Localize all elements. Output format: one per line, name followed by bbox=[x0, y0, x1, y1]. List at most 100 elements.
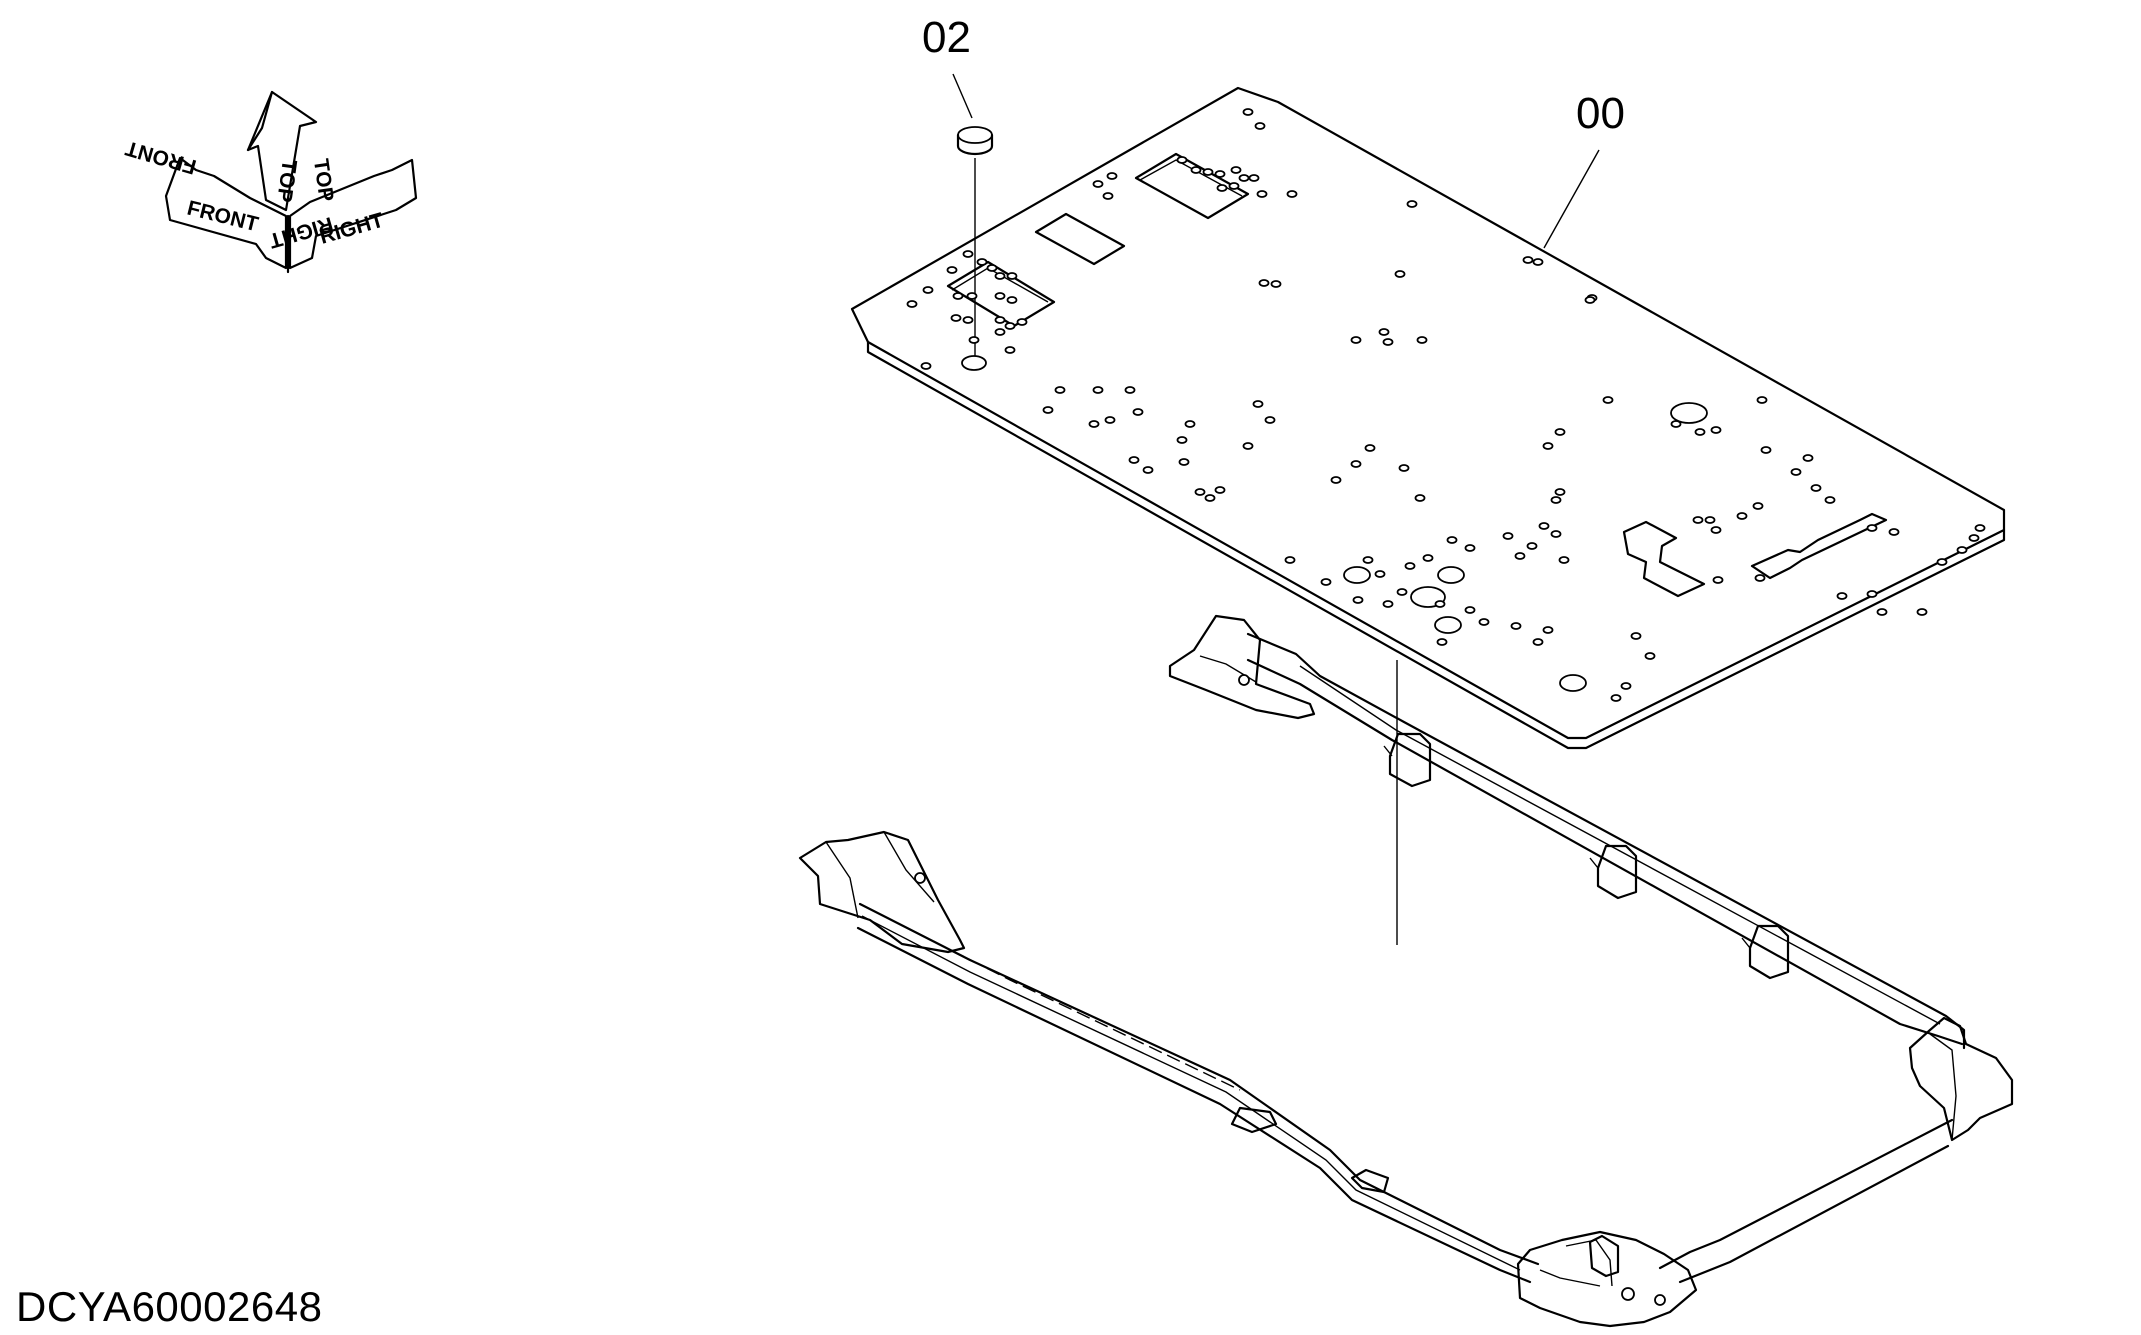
bolt-hole bbox=[1264, 416, 1276, 424]
bolt-hole bbox=[1106, 172, 1118, 180]
bolt-hole bbox=[1558, 556, 1570, 564]
bolt-hole bbox=[1876, 608, 1888, 616]
bolt-hole bbox=[1810, 484, 1822, 492]
bolt-hole bbox=[1550, 496, 1562, 504]
bolt-hole bbox=[1004, 346, 1016, 354]
frame-front-rail bbox=[858, 902, 1540, 1266]
bolt-hole bbox=[922, 286, 934, 294]
bolt-hole bbox=[1538, 522, 1550, 530]
bolt-hole bbox=[1542, 626, 1554, 634]
bolt-hole bbox=[1756, 396, 1768, 404]
bolt-hole bbox=[976, 258, 988, 266]
bolt-hole bbox=[1670, 420, 1682, 428]
bolt-hole bbox=[1398, 464, 1410, 472]
bolt-hole bbox=[966, 292, 978, 300]
bolt-hole bbox=[1974, 524, 1986, 532]
bolt-hole bbox=[1584, 296, 1596, 304]
bolt-hole bbox=[1620, 682, 1632, 690]
bolt-hole bbox=[1630, 632, 1642, 640]
bolt-hole bbox=[1238, 174, 1250, 182]
bolt-hole bbox=[1416, 336, 1428, 344]
bolt-hole bbox=[1104, 416, 1116, 424]
bolt-hole bbox=[1320, 578, 1332, 586]
bolt-hole bbox=[1230, 166, 1242, 174]
bolt-hole bbox=[1464, 544, 1476, 552]
bolt-hole bbox=[1526, 542, 1538, 550]
bolt-hole bbox=[1362, 556, 1374, 564]
bolt-hole bbox=[1214, 170, 1226, 178]
floor-plate-outline bbox=[850, 86, 2006, 740]
bolt-hole bbox=[1532, 258, 1544, 266]
bolt-hole bbox=[1434, 600, 1446, 608]
bolt-hole bbox=[1602, 396, 1614, 404]
bolt-hole bbox=[1006, 272, 1018, 280]
bolt-hole bbox=[1802, 454, 1814, 462]
bolt-hole bbox=[1522, 256, 1534, 264]
bolt-hole bbox=[1252, 400, 1264, 408]
bolt-hole bbox=[1092, 180, 1104, 188]
bolt-hole bbox=[1644, 652, 1656, 660]
bolt-hole bbox=[1006, 296, 1018, 304]
bolt-hole bbox=[1102, 192, 1114, 200]
bolt-hole bbox=[1256, 190, 1268, 198]
bolt-hole bbox=[1888, 528, 1900, 536]
bolt-hole bbox=[1916, 608, 1928, 616]
bolt-hole bbox=[1866, 524, 1878, 532]
bolt-hole bbox=[1754, 574, 1766, 582]
bolt-hole bbox=[1350, 336, 1362, 344]
bolt-hole bbox=[1092, 386, 1104, 394]
bolt-hole bbox=[1142, 466, 1154, 474]
bolt-hole bbox=[1132, 408, 1144, 416]
bolt-hole bbox=[906, 300, 918, 308]
bolt-hole bbox=[950, 314, 962, 322]
bolt-hole bbox=[1824, 496, 1836, 504]
bolt-hole bbox=[1414, 494, 1426, 502]
bolt-hole bbox=[1190, 166, 1202, 174]
bolt-hole bbox=[1054, 386, 1066, 394]
bolt-hole bbox=[1710, 426, 1722, 434]
frame-rear-rail bbox=[1246, 632, 1966, 1050]
bolt-hole bbox=[1736, 512, 1748, 520]
bolt-hole bbox=[1248, 174, 1260, 182]
cutout-middle bbox=[1034, 212, 1126, 266]
plug-part: 02 bbox=[922, 13, 994, 358]
front-label-mirror: FRONT bbox=[123, 136, 199, 178]
bolt-hole bbox=[1968, 534, 1980, 542]
callout-label-02: 02 bbox=[922, 13, 971, 62]
bolt-hole bbox=[1088, 420, 1100, 428]
bolt-hole bbox=[1710, 526, 1722, 534]
bolt-hole bbox=[986, 264, 998, 272]
bolt-hole bbox=[1352, 596, 1364, 604]
frame-corner-rear-right bbox=[1908, 1016, 2014, 1142]
bolt-hole bbox=[1532, 638, 1544, 646]
front-label: FRONT bbox=[185, 197, 261, 237]
bolt-hole bbox=[1184, 420, 1196, 428]
bolt-hole bbox=[1610, 694, 1622, 702]
bolt-hole bbox=[994, 292, 1006, 300]
frame-corner-front-right bbox=[1516, 1230, 1698, 1328]
bolt-hole bbox=[1550, 530, 1562, 538]
bolt-holes bbox=[906, 108, 1986, 702]
bolt-hole bbox=[1350, 460, 1362, 468]
frame-bracket-rear-left bbox=[1168, 614, 1316, 720]
bolt-hole bbox=[994, 328, 1006, 336]
bolt-hole bbox=[1042, 406, 1054, 414]
bolt-hole bbox=[1378, 328, 1390, 336]
bolt-hole bbox=[1258, 279, 1270, 287]
bolt-hole bbox=[994, 316, 1006, 324]
bolt-hole bbox=[1374, 570, 1386, 578]
bolt-hole bbox=[1542, 442, 1554, 450]
bolt-hole bbox=[1254, 122, 1266, 130]
bolt-hole bbox=[962, 316, 974, 324]
bolt-hole bbox=[1176, 156, 1188, 164]
bolt-hole bbox=[1464, 606, 1476, 614]
top-label-mirror: TOP bbox=[309, 157, 338, 203]
bolt-hole bbox=[1178, 458, 1190, 466]
bolt-hole bbox=[1510, 622, 1522, 630]
floor-plate-part: 00 bbox=[850, 86, 2006, 750]
right-arrow bbox=[288, 158, 418, 270]
bolt-hole bbox=[1554, 428, 1566, 436]
bolt-hole bbox=[1694, 428, 1706, 436]
bolt-hole bbox=[1396, 588, 1408, 596]
bolt-hole bbox=[1284, 556, 1296, 564]
